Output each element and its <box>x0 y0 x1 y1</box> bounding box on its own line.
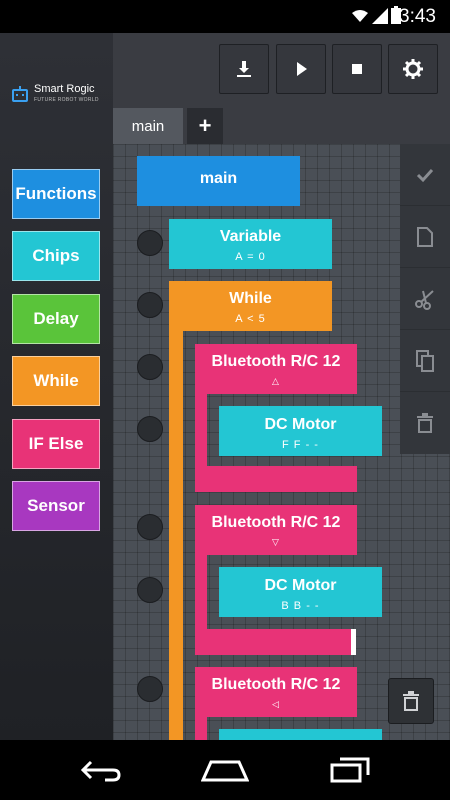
gear-icon <box>403 59 423 79</box>
trash-icon <box>417 413 433 433</box>
program-canvas[interactable]: main Variable A = 0 While A < 5 Bluetoot… <box>113 144 450 740</box>
play-icon <box>297 62 307 76</box>
block-bluetooth-rc[interactable]: Bluetooth R/C 12 ◁ <box>195 667 357 717</box>
battery-icon <box>391 6 401 24</box>
connector-dot[interactable] <box>137 514 163 540</box>
sidebar: Smart Rogic FUTURE ROBOT WORLD Functions… <box>0 33 113 740</box>
trash-icon <box>403 691 419 711</box>
block-dc-motor[interactable] <box>219 729 382 740</box>
back-button[interactable] <box>75 756 125 784</box>
block-while[interactable]: While A < 5 <box>169 281 332 331</box>
while-body-rail <box>169 331 183 740</box>
bluetooth-body-rail <box>195 394 207 466</box>
block-variable[interactable]: Variable A = 0 <box>169 219 332 269</box>
block-title: DC Motor <box>264 416 337 433</box>
status-bar: 3:43 <box>0 0 450 33</box>
block-arrow: ◁ <box>272 699 280 709</box>
tab-bar: main + <box>113 108 450 144</box>
block-title: Bluetooth R/C 12 <box>211 514 341 531</box>
palette-delay[interactable]: Delay <box>12 294 100 344</box>
bluetooth-body-rail <box>195 555 207 629</box>
block-title: While <box>229 290 272 307</box>
recents-icon <box>330 757 370 783</box>
download-button[interactable] <box>219 44 269 94</box>
app-screen: Smart Rogic FUTURE ROBOT WORLD Functions… <box>0 33 450 740</box>
home-icon <box>201 760 249 782</box>
drop-cursor <box>351 629 356 655</box>
palette-chips[interactable]: Chips <box>12 231 100 281</box>
add-tab-button[interactable]: + <box>187 108 223 144</box>
settings-button[interactable] <box>388 44 438 94</box>
block-main[interactable]: main <box>137 156 300 206</box>
block-condition: A < 5 <box>235 313 266 325</box>
connector-dot[interactable] <box>137 354 163 380</box>
connector-dot[interactable] <box>137 577 163 603</box>
bluetooth-body-end <box>195 629 351 655</box>
block-arrow: △ <box>272 376 280 386</box>
block-bluetooth-rc[interactable]: Bluetooth R/C 12 △ <box>195 344 357 394</box>
scissors-icon <box>415 289 434 310</box>
block-title: DC Motor <box>264 577 337 594</box>
connector-dot[interactable] <box>137 292 163 318</box>
play-button[interactable] <box>276 44 326 94</box>
copy-icon <box>416 349 434 372</box>
block-title: main <box>199 170 238 187</box>
block-dc-motor[interactable]: DC Motor F F - - <box>219 406 382 456</box>
trash-drop-button[interactable] <box>388 678 434 724</box>
status-time: 3:43 <box>399 6 436 27</box>
palette-while[interactable]: While <box>12 356 100 406</box>
block-title: Bluetooth R/C 12 <box>211 353 341 370</box>
recents-button[interactable] <box>325 756 375 784</box>
bluetooth-body-rail <box>195 717 207 740</box>
block-dc-motor[interactable]: DC Motor B B - - <box>219 567 382 617</box>
block-value: A = 0 <box>235 251 266 263</box>
download-icon <box>237 61 251 77</box>
home-button[interactable] <box>200 756 250 784</box>
new-file-button[interactable] <box>400 206 450 268</box>
app-tagline: FUTURE ROBOT WORLD <box>34 97 99 103</box>
check-icon <box>416 168 434 182</box>
bluetooth-body-end <box>195 466 357 492</box>
select-button[interactable] <box>400 144 450 206</box>
block-value: F F - - <box>282 439 319 451</box>
connector-dot[interactable] <box>137 416 163 442</box>
block-title: Variable <box>219 228 282 245</box>
cut-button[interactable] <box>400 268 450 330</box>
edit-actions-panel <box>400 144 450 454</box>
signal-icon <box>372 8 388 24</box>
connector-dot[interactable] <box>137 676 163 702</box>
copy-button[interactable] <box>400 330 450 392</box>
connector-dot[interactable] <box>137 230 163 256</box>
block-value: B B - - <box>281 600 320 612</box>
back-icon <box>80 760 121 782</box>
block-title: Bluetooth R/C 12 <box>211 676 341 693</box>
wifi-icon <box>352 10 368 22</box>
tab-main[interactable]: main <box>113 108 183 144</box>
navigation-bar <box>0 740 450 800</box>
app-name: Smart Rogic <box>34 83 95 95</box>
palette-functions[interactable]: Functions <box>12 169 100 219</box>
block-bluetooth-rc[interactable]: Bluetooth R/C 12 ▽ <box>195 505 357 555</box>
robot-icon <box>12 86 28 102</box>
block-arrow: ▽ <box>272 537 280 547</box>
file-icon <box>417 226 433 247</box>
app-logo: Smart Rogic FUTURE ROBOT WORLD <box>12 83 112 113</box>
delete-button[interactable] <box>400 392 450 454</box>
palette-if-else[interactable]: IF Else <box>12 419 100 469</box>
palette-sensor[interactable]: Sensor <box>12 481 100 531</box>
stop-icon <box>352 64 362 74</box>
stop-button[interactable] <box>332 44 382 94</box>
